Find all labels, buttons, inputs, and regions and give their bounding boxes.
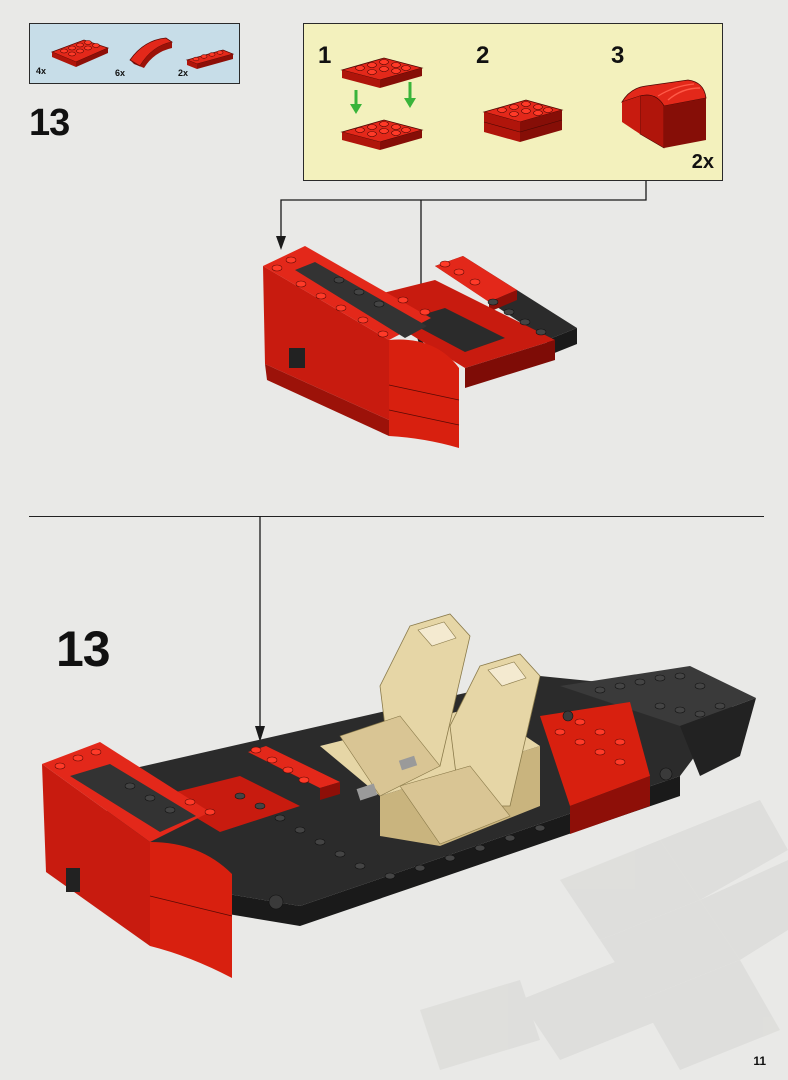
- lower-insertion-arrow: [255, 516, 265, 742]
- substep-1-plates-illustration: [340, 57, 424, 150]
- bottom-plate-icon: [340, 119, 424, 150]
- seat-left-icon: [339, 613, 471, 797]
- sub-assembly-multiplier: 2x: [691, 151, 714, 173]
- substep-number-2: 2: [476, 42, 490, 69]
- section-divider: [29, 516, 764, 517]
- substep-2-stack-illustration: [482, 99, 564, 142]
- sub-assembly-callout: 1 2 3 2x: [303, 23, 723, 181]
- parts-callout: 4x 6x 2x: [29, 23, 240, 84]
- step-number-lower: 13: [56, 621, 111, 677]
- green-arrow-icon: [350, 82, 416, 114]
- top-plate-icon: [340, 57, 424, 88]
- red-curved-slope-icon: [129, 37, 174, 68]
- lower-model-chassis-illustration: [42, 613, 756, 978]
- substep-number-1: 1: [318, 42, 332, 69]
- part-qty-2: 6x: [115, 68, 126, 78]
- seat-right-icon: [399, 653, 541, 845]
- red-plate-2x4-icon: [50, 39, 110, 67]
- red-plate-1x4-icon: [185, 49, 235, 69]
- substep-number-3: 3: [611, 42, 625, 69]
- substep-3-curved-block-illustration: [621, 79, 707, 149]
- part-qty-3: 2x: [178, 68, 189, 78]
- step-number-upper: 13: [29, 102, 70, 144]
- page-number: 11: [753, 1054, 766, 1068]
- upper-model-rear-assembly-illustration: [263, 246, 577, 448]
- part-qty-1: 4x: [36, 66, 47, 76]
